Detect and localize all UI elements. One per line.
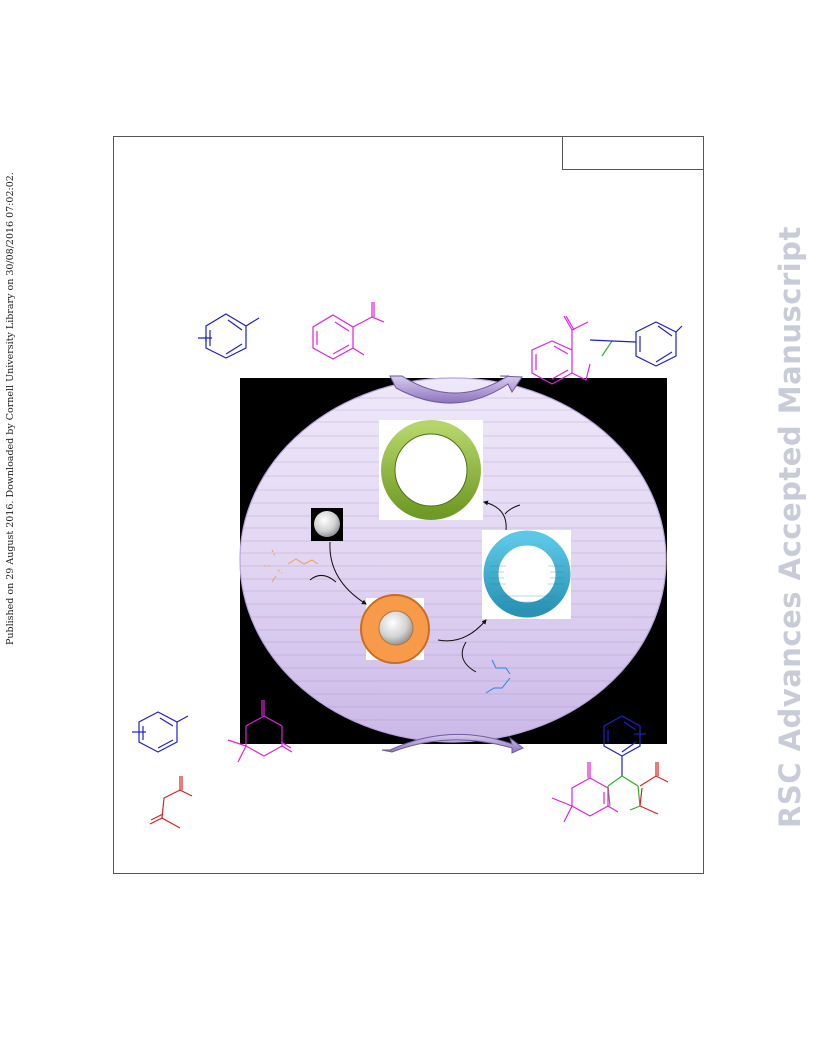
red-diketone-bottom-right — [639, 762, 669, 815]
bottom-curved-arrow — [381, 733, 524, 754]
red-diketone — [149, 776, 193, 829]
light-blue-reagent — [485, 659, 511, 694]
green-bond-top-right — [601, 340, 613, 357]
magenta-product-top-right — [531, 315, 591, 385]
orange-disc-icon — [360, 594, 430, 664]
magenta-dimedone-bottom-right — [551, 762, 619, 823]
cyan-ring-icon — [482, 530, 571, 619]
catalyst-sphere-icon — [311, 508, 343, 541]
orange-reagent — [264, 549, 319, 583]
blue-toluene-bottom — [132, 711, 189, 753]
blue-toluene-top — [198, 313, 260, 359]
top-curved-arrow — [389, 375, 523, 404]
blue-phenyl-top-right — [589, 321, 683, 367]
magenta-aldehyde-top — [312, 302, 385, 360]
blue-phenyl-bottom-right — [603, 715, 646, 776]
corner-box — [562, 136, 704, 170]
green-bonds-bottom-right — [607, 775, 641, 811]
green-ring-icon — [379, 420, 483, 520]
magenta-dimedone — [227, 700, 293, 763]
cycle-arrows — [309, 500, 521, 673]
figure-frame — [113, 136, 704, 874]
